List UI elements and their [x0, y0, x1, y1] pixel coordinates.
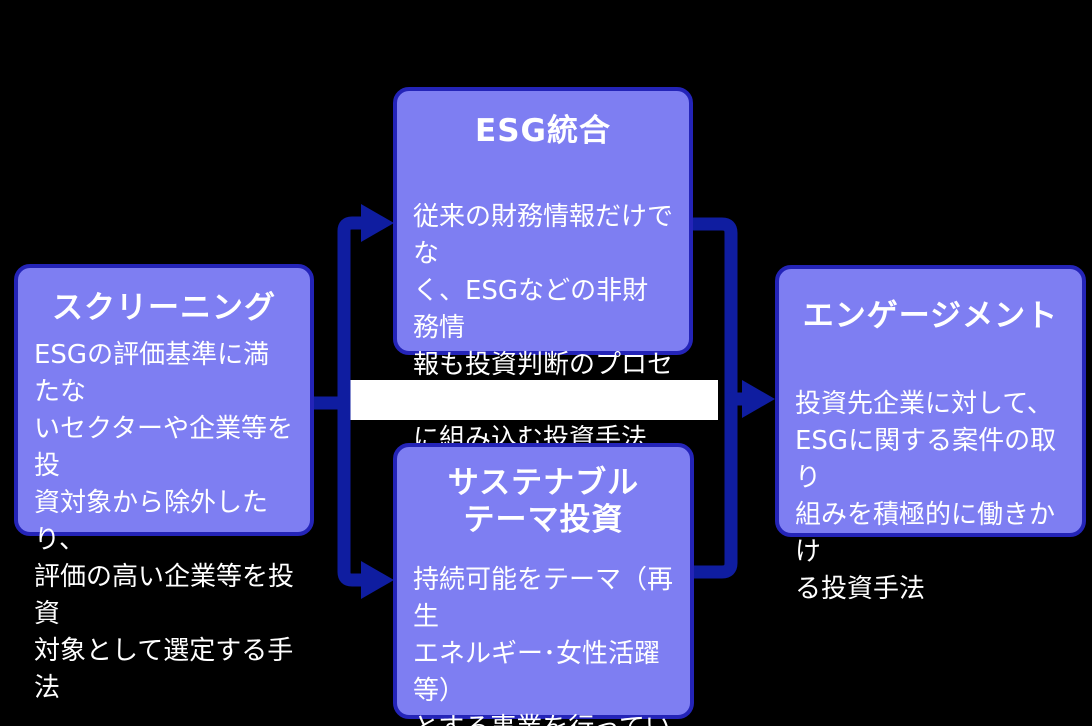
node-screening-title: スクリーニング	[52, 290, 276, 326]
node-sustainable-theme: サステナブル テーマ投資 持続可能をテーマ（再生 エネルギー･女性活躍等） とす…	[393, 443, 694, 726]
arrowhead-to-engagement-icon	[742, 380, 775, 418]
arrowhead-to-sustainable-theme-icon	[361, 561, 394, 599]
center-white-band	[348, 380, 718, 420]
node-esg-integration-title: ESG統合	[475, 113, 611, 149]
node-esg-integration-body: 従来の財務情報だけでな く、ESGなどの非財務情 報も投資判断のプロセス に組み…	[413, 202, 674, 454]
node-engagement-body: 投資先企業に対して、 ESGに関する案件の取り 組みを積極的に働きかけ る投資手…	[795, 389, 1057, 604]
node-engagement: エンゲージメント 投資先企業に対して、 ESGに関する案件の取り 組みを積極的に…	[775, 265, 1086, 604]
arrowhead-to-esg-integration-icon	[361, 204, 394, 242]
node-esg-integration: ESG統合 従来の財務情報だけでな く、ESGなどの非財務情 報も投資判断のプロ…	[393, 87, 693, 454]
node-screening-body: ESGの評価基準に満たな いセクターや企業等を投 資対象から除外したり、 評価の…	[34, 340, 295, 703]
node-sustainable-theme-body: 持続可能をテーマ（再生 エネルギー･女性活躍等） とする事業を行っている 企業に…	[413, 565, 674, 726]
node-screening: スクリーニング ESGの評価基準に満たな いセクターや企業等を投 資対象から除外…	[14, 264, 314, 703]
node-sustainable-theme-title: サステナブル テーマ投資	[447, 465, 640, 538]
node-engagement-title: エンゲージメント	[802, 298, 1059, 334]
